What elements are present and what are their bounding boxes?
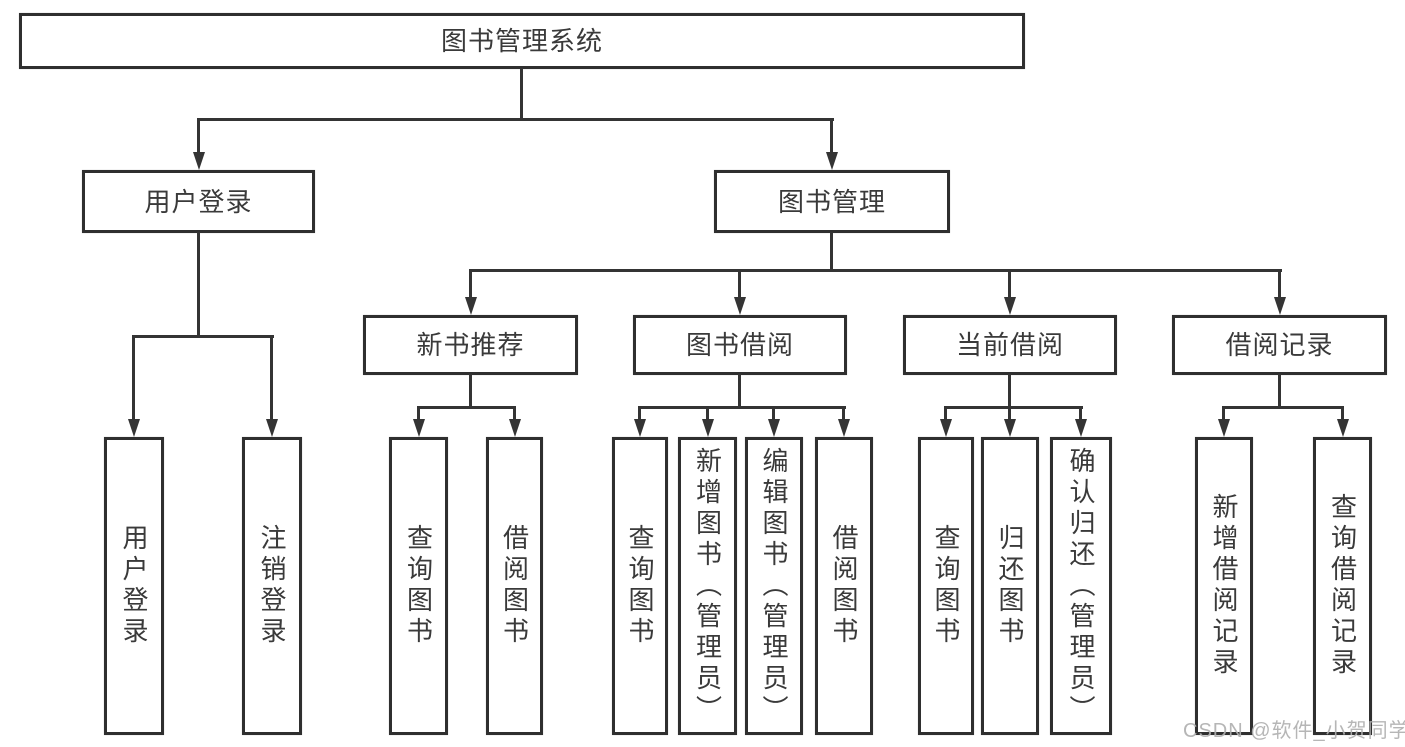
connector-drop <box>1008 406 1011 421</box>
connector-user-login-stem <box>197 232 200 335</box>
arrow-down-icon <box>1337 419 1349 437</box>
connector-drop <box>842 406 845 421</box>
connector-book-management-rail <box>469 269 1282 272</box>
leaf-label: 查询借阅记录 <box>1327 493 1358 679</box>
leaf-borrow-books: 借阅图书 <box>815 437 873 735</box>
connector-drop <box>417 406 420 421</box>
connector-borrow-records-rail <box>1222 406 1344 409</box>
leaf-edit-books-admin: 编辑图书（管理员） <box>745 437 803 735</box>
connector-drop <box>944 406 947 421</box>
leaf-borrow-books-recommend: 借阅图书 <box>486 437 543 735</box>
arrow-down-icon <box>413 419 425 437</box>
arrow-down-icon <box>734 297 746 315</box>
leaf-logout: 注销登录 <box>242 437 302 735</box>
leaf-label: 归还图书 <box>995 524 1025 648</box>
arrow-down-icon <box>193 152 205 170</box>
connector-drop <box>1341 406 1344 421</box>
connector-drop-leaf-logout <box>270 335 273 421</box>
arrow-down-icon <box>1274 297 1286 315</box>
connector-drop <box>513 406 516 421</box>
csdn-watermark: CSDN @软件_小贺同学 <box>1183 720 1405 742</box>
node-label: 图书管理系统 <box>440 26 603 56</box>
arrow-down-icon <box>702 419 714 437</box>
arrow-down-icon <box>465 297 477 315</box>
connector-root-stem <box>520 68 523 118</box>
arrow-down-icon <box>266 419 278 437</box>
node-label: 图书借阅 <box>685 330 794 360</box>
leaf-query-books-recommend: 查询图书 <box>389 437 448 735</box>
connector-book-management-stem <box>830 232 833 269</box>
connector-user-login-rail <box>132 335 274 338</box>
connector-drop-book-management <box>830 118 833 154</box>
leaf-label: 借阅图书 <box>829 524 859 648</box>
leaf-add-borrow-record: 新增借阅记录 <box>1195 437 1253 735</box>
node-user-login: 用户登录 <box>82 170 315 233</box>
node-label: 借阅记录 <box>1225 330 1334 360</box>
arrow-down-icon <box>634 419 646 437</box>
leaf-label: 借阅图书 <box>499 524 530 648</box>
arrow-down-icon <box>1004 297 1016 315</box>
connector-drop <box>1079 406 1082 421</box>
connector-drop-borrow-records <box>1278 269 1281 299</box>
connector-drop-new-book <box>469 269 472 299</box>
leaf-label: 查询图书 <box>625 524 655 648</box>
arrow-down-icon <box>1004 419 1016 437</box>
node-library-management-system: 图书管理系统 <box>19 13 1025 69</box>
node-borrowing-records: 借阅记录 <box>1172 315 1387 375</box>
connector-borrow-records-stem <box>1278 374 1281 406</box>
node-book-borrowing: 图书借阅 <box>633 315 847 375</box>
leaf-user-login: 用户登录 <box>104 437 164 735</box>
leaf-label: 查询图书 <box>403 524 434 648</box>
leaf-label: 新增图书（管理员） <box>692 446 723 726</box>
connector-root-rail <box>197 118 834 121</box>
connector-book-borrow-stem <box>738 374 741 406</box>
connector-drop <box>772 406 775 421</box>
leaf-label: 新增借阅记录 <box>1209 493 1239 679</box>
leaf-query-books-current: 查询图书 <box>918 437 974 735</box>
connector-drop-leaf-user-login <box>132 335 135 421</box>
connector-new-book-rail <box>417 406 516 409</box>
leaf-return-books: 归还图书 <box>981 437 1039 735</box>
arrow-down-icon <box>1075 419 1087 437</box>
connector-current-borrow-stem <box>1008 374 1011 406</box>
arrow-down-icon <box>1218 419 1230 437</box>
node-label: 当前借阅 <box>955 330 1064 360</box>
connector-drop-user-login <box>197 118 200 154</box>
leaf-label: 用户登录 <box>119 524 149 648</box>
arrow-down-icon <box>128 419 140 437</box>
node-label: 用户登录 <box>144 186 253 217</box>
node-new-book-recommend: 新书推荐 <box>363 315 578 375</box>
leaf-query-books-borrow: 查询图书 <box>612 437 668 735</box>
connector-drop-book-borrow <box>738 269 741 299</box>
connector-new-book-stem <box>469 374 472 406</box>
leaf-label: 编辑图书（管理员） <box>759 446 789 726</box>
connector-drop <box>638 406 641 421</box>
connector-current-borrow-rail <box>944 406 1083 409</box>
arrow-down-icon <box>826 152 838 170</box>
connector-drop-current-borrow <box>1008 269 1011 299</box>
connector-book-borrow-rail <box>638 406 846 409</box>
node-label: 新书推荐 <box>416 330 525 360</box>
arrow-down-icon <box>838 419 850 437</box>
arrow-down-icon <box>768 419 780 437</box>
arrow-down-icon <box>940 419 952 437</box>
leaf-label: 注销登录 <box>257 524 287 648</box>
leaf-label: 确认归还（管理员） <box>1066 446 1096 726</box>
leaf-label: 查询图书 <box>931 524 961 648</box>
node-book-management: 图书管理 <box>714 170 950 233</box>
connector-drop <box>1222 406 1225 421</box>
leaf-confirm-return-admin: 确认归还（管理员） <box>1050 437 1112 735</box>
connector-drop <box>706 406 709 421</box>
leaf-query-borrow-record: 查询借阅记录 <box>1313 437 1372 735</box>
leaf-add-books-admin: 新增图书（管理员） <box>678 437 737 735</box>
node-label: 图书管理 <box>777 186 886 217</box>
node-current-borrowing: 当前借阅 <box>903 315 1117 375</box>
arrow-down-icon <box>509 419 521 437</box>
